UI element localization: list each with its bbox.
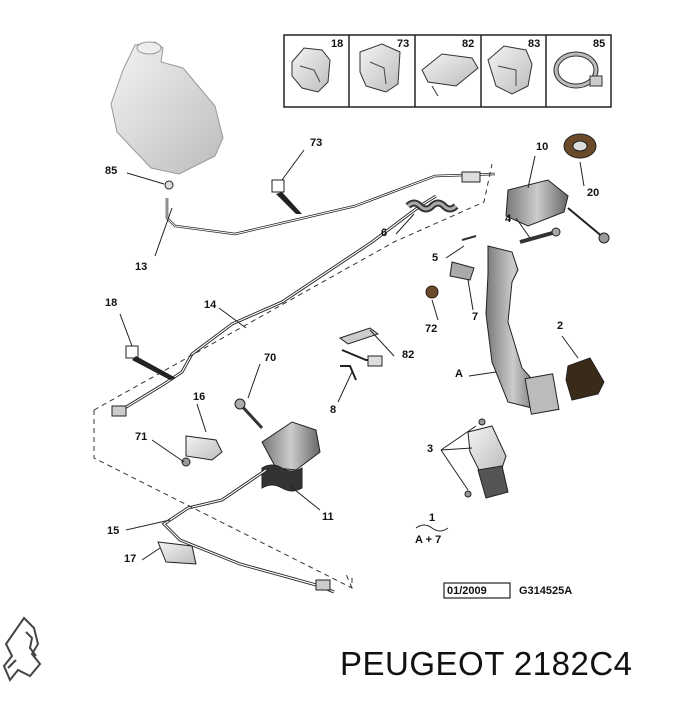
- callout-72: 72: [425, 323, 438, 335]
- diagram-date: 01/2009: [447, 585, 487, 597]
- clutch-pedal-A: [425, 245, 560, 415]
- peugeot-lion-logo: [2, 616, 42, 682]
- legend-label-18: 18: [331, 38, 344, 50]
- callout-85: 85: [105, 165, 118, 177]
- callout-6: 6: [381, 227, 388, 239]
- clip-73-icon: [359, 43, 401, 93]
- clip-18-icon: [291, 47, 331, 93]
- callout-A: A: [455, 368, 463, 380]
- diagram-reference: G314525A: [519, 585, 573, 597]
- legend-label-73: 73: [397, 38, 410, 50]
- callout-70: 70: [264, 352, 277, 364]
- callout-16: 16: [193, 391, 206, 403]
- callout-7: 7: [472, 311, 479, 323]
- callout-11: 11: [322, 511, 334, 523]
- spring-6: [405, 199, 459, 213]
- leader-lines: [119, 149, 585, 561]
- reference-box: [443, 582, 511, 599]
- legend-label-85: 85: [593, 38, 606, 50]
- master-cylinder-10: [505, 179, 610, 244]
- callout-5: 5: [432, 252, 439, 264]
- callout-3: 3: [427, 443, 434, 455]
- clip-marker-73: [271, 179, 302, 214]
- legend-label-82: 82: [462, 38, 475, 50]
- bracket-17: [157, 541, 197, 565]
- callout-4: 4: [505, 213, 512, 225]
- callout-8: 8: [330, 404, 337, 416]
- callout-17: 17: [124, 553, 137, 565]
- callout-15: 15: [107, 525, 120, 537]
- connector-8: [340, 365, 357, 381]
- clamp-85-icon: [553, 51, 603, 89]
- callout-A7: A + 7: [415, 534, 442, 546]
- pedal-pads-3: [464, 418, 509, 499]
- legend-label-83: 83: [528, 38, 541, 50]
- hose-15: [161, 468, 335, 594]
- brand-part-number: PEUGEOT 2182C4: [340, 645, 633, 682]
- callout-1: 1: [429, 512, 436, 524]
- callout-14: 14: [204, 299, 217, 311]
- clip-83-icon: [487, 45, 533, 95]
- fluid-reservoir: [110, 41, 224, 175]
- small-parts: [338, 235, 477, 367]
- pedal-pad-2: [565, 357, 605, 401]
- callout-82: 82: [402, 349, 415, 361]
- bolt-4: [519, 227, 561, 244]
- legend-strip: [283, 34, 612, 108]
- callout-10: 10: [536, 141, 549, 153]
- bracket-16: [181, 435, 223, 467]
- clutch-pipe-14: [111, 194, 437, 417]
- callout-2: 2: [557, 320, 564, 332]
- callout-71: 71: [135, 431, 148, 443]
- assembly-boundary: [93, 163, 493, 589]
- callout-20: 20: [587, 187, 600, 199]
- callout-73: 73: [310, 137, 323, 149]
- callout-13: 13: [135, 261, 148, 273]
- callout-18: 18: [105, 297, 118, 309]
- clip-marker-18: [125, 345, 176, 380]
- clip-82-icon: [421, 53, 479, 97]
- slave-cylinder-11: [234, 398, 321, 492]
- bushing-20: [563, 133, 597, 159]
